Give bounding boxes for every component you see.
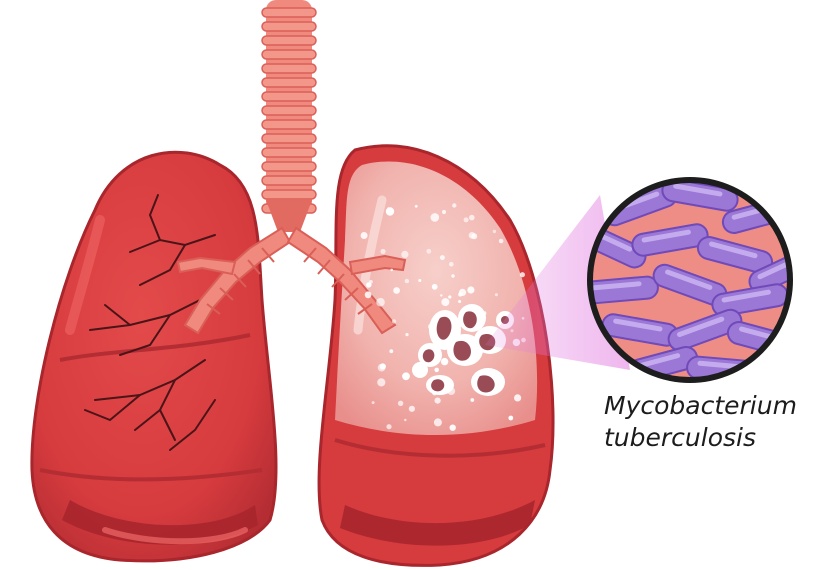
trachea-ring xyxy=(262,50,316,59)
speckle xyxy=(508,416,513,421)
speckle xyxy=(431,213,440,222)
speckle xyxy=(467,286,474,293)
organism-label-line2: tuberculosis xyxy=(604,422,832,454)
speckle xyxy=(450,425,456,431)
speckle xyxy=(404,419,406,421)
trachea-icon xyxy=(262,0,316,232)
speckle xyxy=(469,232,476,239)
speckle xyxy=(415,205,418,208)
speckle xyxy=(372,401,375,404)
speckle xyxy=(451,274,454,277)
speckle xyxy=(458,300,461,303)
speckle xyxy=(493,230,496,233)
speckle xyxy=(361,232,368,239)
left-lung xyxy=(32,152,276,561)
speckle xyxy=(440,294,442,296)
trachea-ring xyxy=(262,162,316,171)
speckle xyxy=(405,333,408,336)
speckle xyxy=(405,279,409,283)
speckle xyxy=(520,272,525,277)
speckle xyxy=(366,282,371,287)
trachea-ring xyxy=(262,36,316,45)
organism-label: Mycobacterium tuberculosis xyxy=(604,390,832,454)
trachea-ring xyxy=(262,148,316,157)
speckle xyxy=(376,298,385,307)
speckle xyxy=(495,293,498,296)
speckle xyxy=(426,249,431,254)
trachea-ring xyxy=(262,8,316,17)
speckle xyxy=(448,295,451,298)
speckle xyxy=(435,398,441,404)
speckle xyxy=(389,349,393,353)
speckle xyxy=(380,363,386,369)
speckle xyxy=(514,394,521,401)
trachea-ring xyxy=(262,176,316,185)
speckle xyxy=(434,418,442,426)
trachea-ring xyxy=(262,78,316,87)
organism-label-line1: Mycobacterium xyxy=(604,390,832,422)
speckle xyxy=(442,210,446,214)
speckle xyxy=(377,378,385,386)
speckle xyxy=(390,269,393,272)
speckle xyxy=(441,298,449,306)
speckle xyxy=(409,406,415,412)
trachea-ring xyxy=(262,106,316,115)
trachea-ring xyxy=(262,134,316,143)
speckle xyxy=(464,217,469,222)
speckle xyxy=(401,251,408,258)
speckle xyxy=(499,239,504,244)
trachea-ring xyxy=(262,22,316,31)
speckle xyxy=(470,398,474,402)
speckle xyxy=(387,207,390,210)
trachea-ring xyxy=(262,120,316,129)
speckle xyxy=(449,262,454,267)
speckle xyxy=(434,368,439,373)
trachea-ring xyxy=(262,92,316,101)
trachea-ring xyxy=(262,64,316,73)
trachea-ring xyxy=(262,190,316,199)
speckle xyxy=(459,289,466,296)
speckle xyxy=(392,319,396,323)
speckle xyxy=(386,424,391,429)
speckle xyxy=(441,358,448,365)
speckle xyxy=(398,401,403,406)
speckle xyxy=(432,284,438,290)
speckle xyxy=(418,279,421,282)
speckle xyxy=(440,255,445,260)
speckle xyxy=(469,215,475,221)
speckle xyxy=(393,287,400,294)
speckle xyxy=(381,249,386,254)
speckle xyxy=(365,291,372,298)
speckle xyxy=(402,372,410,380)
speckle xyxy=(452,203,456,207)
